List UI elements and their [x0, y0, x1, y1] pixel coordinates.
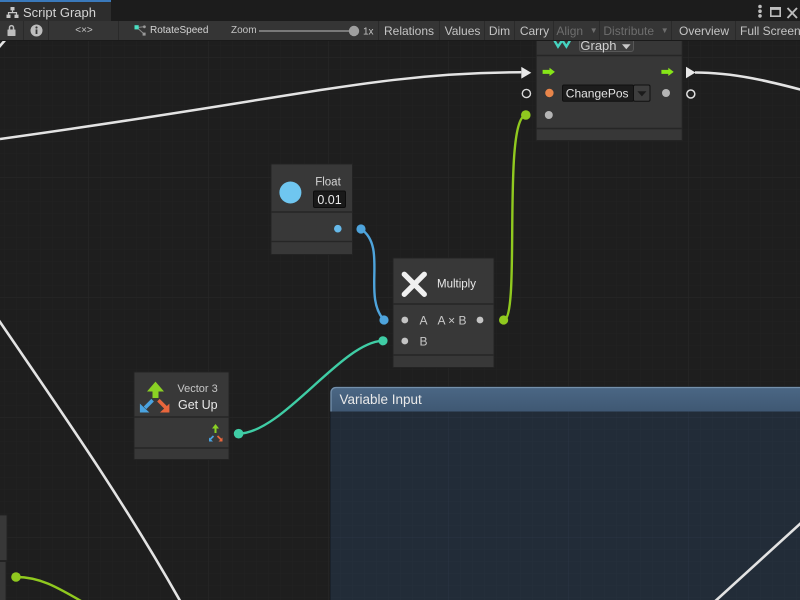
svg-text:Get Up: Get Up [178, 398, 218, 412]
svg-text:Variable Input: Variable Input [340, 392, 423, 407]
svg-text:Multiply: Multiply [437, 279, 476, 291]
svg-text:1x: 1x [363, 27, 374, 38]
svg-text:Graph: Graph [580, 41, 616, 53]
svg-text:Float: Float [315, 177, 341, 189]
svg-text:A × B: A × B [437, 314, 466, 328]
svg-text:0.01: 0.01 [317, 193, 341, 207]
svg-text:Vector 3: Vector 3 [177, 383, 217, 395]
svg-text:ChangePos: ChangePos [566, 87, 629, 101]
svg-text:B: B [420, 335, 428, 349]
svg-text:A: A [420, 314, 428, 328]
